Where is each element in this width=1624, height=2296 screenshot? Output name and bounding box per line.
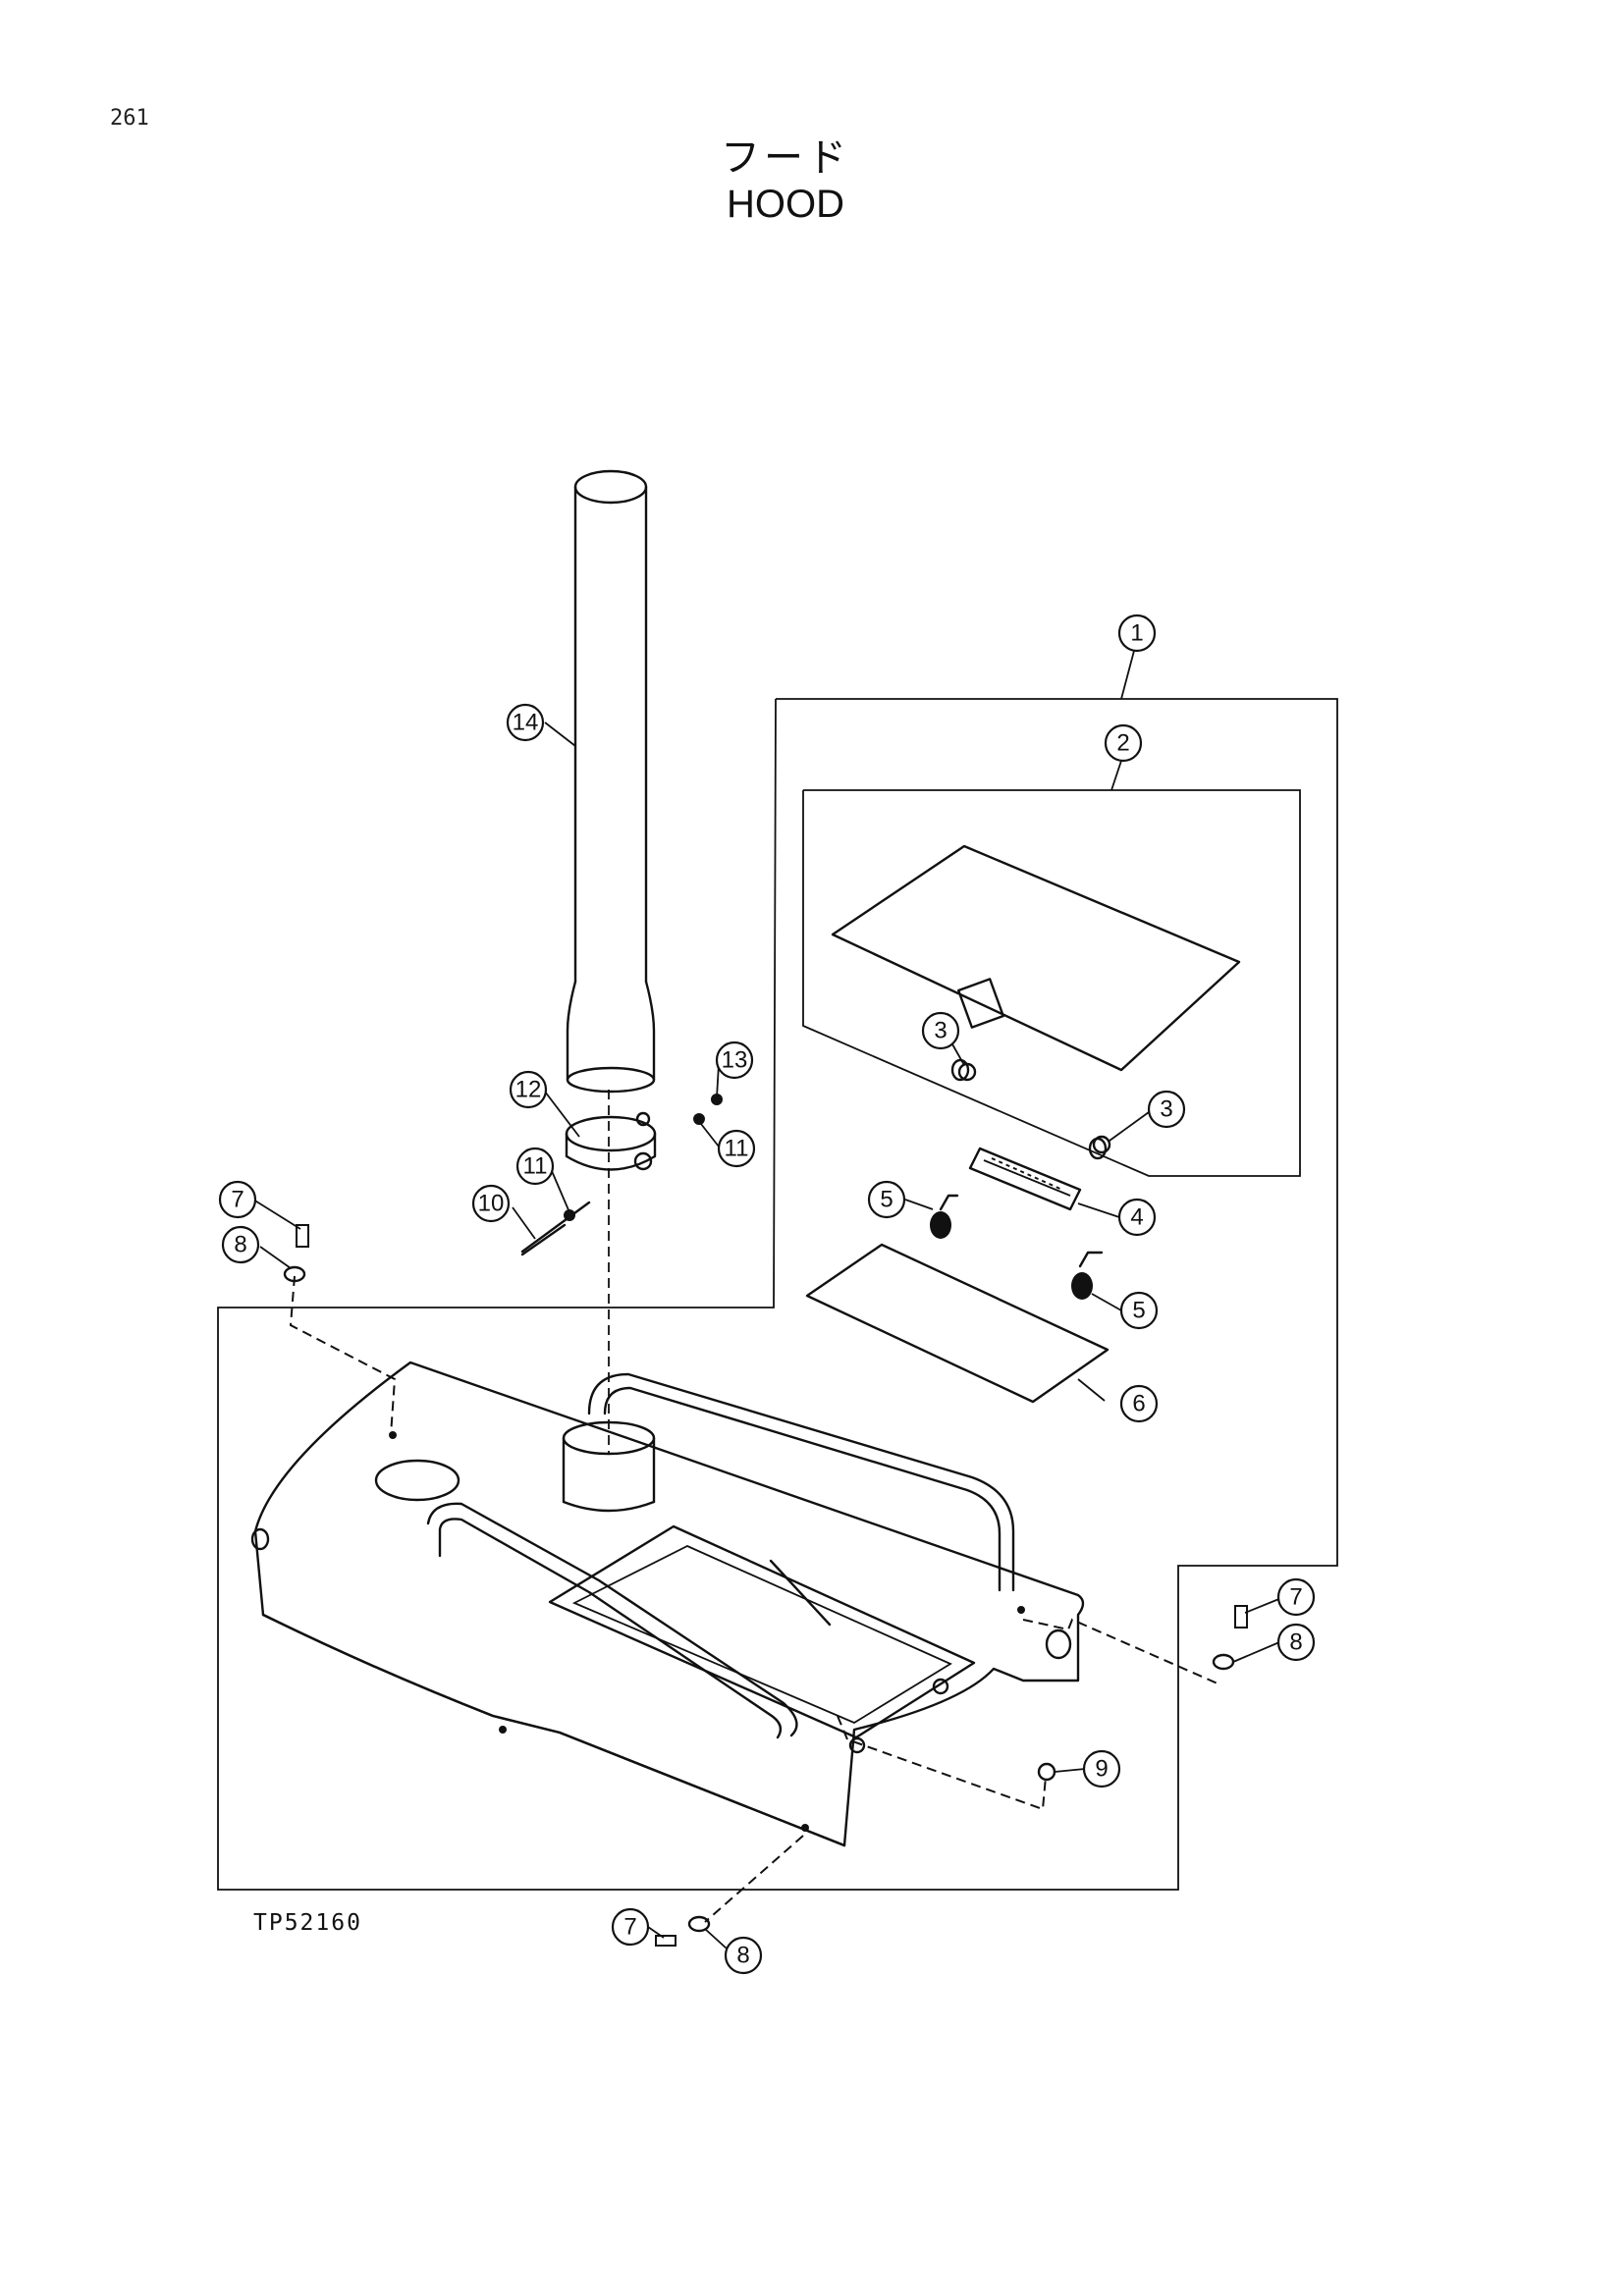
- seal-plate: [805, 1243, 1110, 1404]
- callout-6: 6: [1119, 1384, 1159, 1423]
- callout-1: 1: [1117, 614, 1157, 653]
- svg-text:7: 7: [231, 1187, 244, 1213]
- title-japanese: フード: [721, 135, 850, 181]
- leader-7-8-bottom: [704, 1835, 804, 1923]
- svg-text:7: 7: [1289, 1584, 1302, 1611]
- leader-7-8-left: [289, 1275, 397, 1436]
- washer-bottom: [687, 1915, 711, 1933]
- svg-text:5: 5: [880, 1187, 893, 1213]
- nut-right: [1092, 1135, 1111, 1154]
- callout-leaders: [252, 650, 1282, 1949]
- hood-body: [250, 1361, 1085, 1847]
- callout-7-bottom: 7: [611, 1907, 650, 1947]
- washer-upper-left: [283, 1265, 306, 1283]
- exhaust-pipe: [566, 469, 656, 1453]
- callout-13: 13: [715, 1041, 754, 1080]
- svg-text:12: 12: [515, 1077, 542, 1103]
- bolt-10: [520, 1223, 567, 1256]
- title-english: HOOD: [727, 183, 844, 226]
- callout-9: 9: [1082, 1749, 1121, 1789]
- callout-11-left: 11: [515, 1147, 555, 1186]
- group-boundary-2: [802, 789, 1301, 1177]
- group-boundary-1: [217, 698, 1338, 1891]
- svg-text:11: 11: [523, 1153, 548, 1180]
- callout-11-right: 11: [717, 1129, 756, 1168]
- callout-5-left: 5: [867, 1180, 906, 1219]
- latch-right: [1071, 1251, 1104, 1300]
- svg-text:8: 8: [736, 1943, 749, 1969]
- svg-text:9: 9: [1095, 1756, 1108, 1783]
- callout-8-right: 8: [1276, 1623, 1316, 1662]
- svg-text:6: 6: [1132, 1391, 1145, 1417]
- svg-text:11: 11: [725, 1136, 749, 1162]
- callout-8-upper-left: 8: [221, 1225, 260, 1264]
- svg-text:2: 2: [1116, 730, 1129, 757]
- svg-text:8: 8: [1289, 1629, 1302, 1656]
- bolt-right: [1234, 1605, 1248, 1629]
- svg-text:1: 1: [1130, 620, 1143, 647]
- svg-text:13: 13: [722, 1047, 748, 1074]
- svg-text:14: 14: [513, 710, 539, 736]
- callout-8-bottom: 8: [724, 1936, 763, 1975]
- callout-5-right: 5: [1119, 1291, 1159, 1330]
- clamp: [520, 1094, 723, 1254]
- callout-14: 14: [506, 703, 545, 742]
- svg-text:8: 8: [234, 1232, 246, 1258]
- svg-text:5: 5: [1132, 1298, 1145, 1324]
- nut-upper: [957, 1062, 977, 1082]
- page-number: 261: [110, 106, 149, 131]
- svg-text:10: 10: [478, 1191, 505, 1217]
- bolt-bottom: [655, 1935, 677, 1947]
- callout-12: 12: [509, 1070, 548, 1109]
- bolt-upper-left: [296, 1224, 309, 1248]
- svg-text:4: 4: [1130, 1204, 1143, 1231]
- plug: [1037, 1762, 1056, 1782]
- svg-text:3: 3: [934, 1018, 947, 1044]
- washer-right: [1212, 1653, 1235, 1671]
- callout-10: 10: [471, 1184, 511, 1223]
- hinge: [968, 1147, 1082, 1211]
- latch-left: [930, 1194, 959, 1239]
- callout-4: 4: [1117, 1198, 1157, 1237]
- callout-3-right: 3: [1147, 1090, 1186, 1129]
- drawing-code: TP52160: [253, 1910, 362, 1936]
- callout-3-upper: 3: [921, 1011, 960, 1050]
- leader-7-8-right: [1022, 1618, 1218, 1684]
- leader-9: [837, 1715, 1047, 1811]
- callout-7-right: 7: [1276, 1577, 1316, 1617]
- cover-panel: [831, 844, 1241, 1160]
- callout-7-upper-left: 7: [218, 1180, 257, 1219]
- svg-text:7: 7: [623, 1914, 636, 1941]
- svg-text:3: 3: [1160, 1096, 1172, 1123]
- callout-2: 2: [1104, 723, 1143, 763]
